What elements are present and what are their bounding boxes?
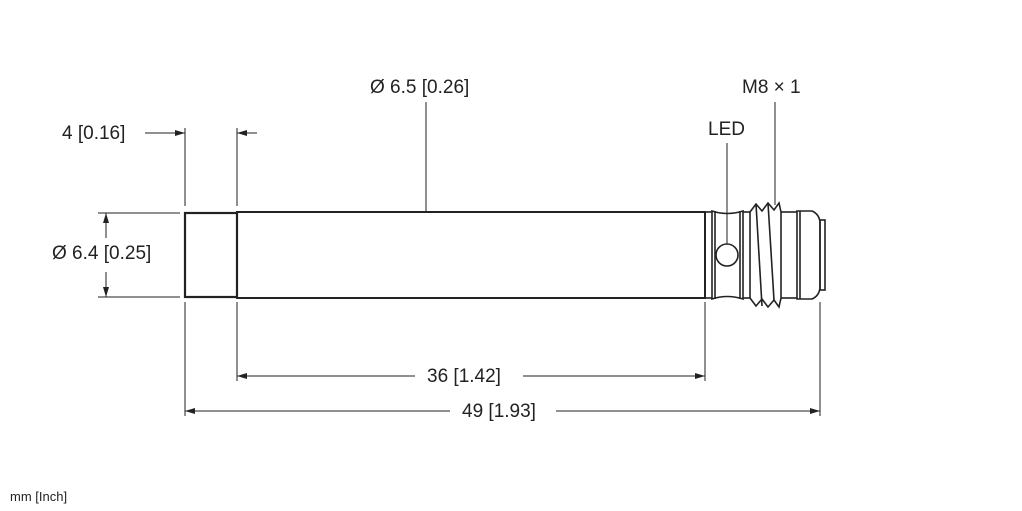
body-diameter-label: Ø 6.5 [0.26] [370, 77, 470, 98]
connector [705, 201, 826, 309]
led-label: LED [708, 119, 745, 140]
extension-lines [98, 128, 821, 416]
body-length-label: 36 [1.42] [427, 366, 501, 387]
led-indicator [715, 243, 739, 267]
tip-diameter-label: Ø 6.4 [0.25] [52, 243, 152, 264]
dimension-lines [103, 102, 820, 414]
thread-label: M8 × 1 [742, 77, 801, 98]
units-note: mm [Inch] [10, 489, 68, 504]
total-length-label: 49 [1.93] [462, 401, 536, 422]
sensor-body [236, 211, 706, 299]
sensor-tip [183, 211, 239, 299]
tip-length-label: 4 [0.16] [62, 123, 126, 144]
